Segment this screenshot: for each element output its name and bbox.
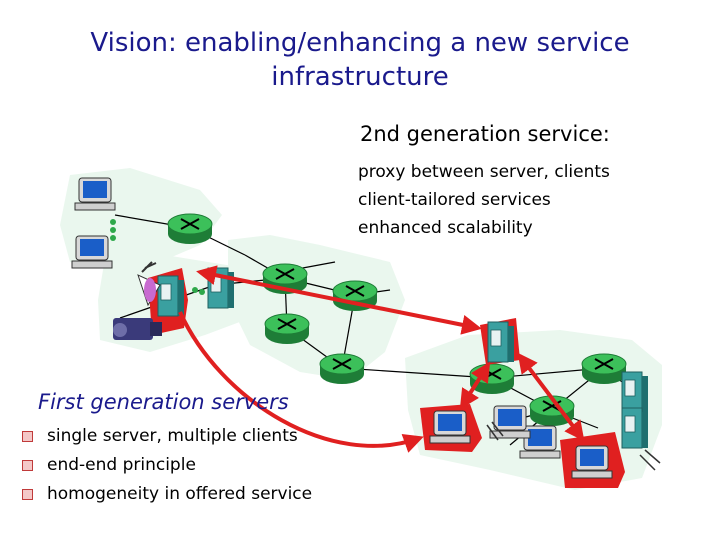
slide-title: Vision: enabling/enhancing a new service… xyxy=(90,28,630,92)
first-generation-list: single server, multiple clients end-end … xyxy=(22,422,312,509)
client-pc-icon xyxy=(429,410,471,444)
list-item-text: end-end principle xyxy=(47,455,196,475)
list-item: homogeneity in offered service xyxy=(22,480,312,509)
list-item: end-end principle xyxy=(22,451,312,480)
list-item: single server, multiple clients xyxy=(22,422,312,451)
list-item-text: single server, multiple clients xyxy=(47,426,298,446)
client-pc-icon xyxy=(571,445,613,479)
bullet-icon xyxy=(22,431,33,442)
signal-icon xyxy=(486,421,661,471)
list-item-text: homogeneity in offered service xyxy=(47,484,313,504)
bullet-icon xyxy=(22,460,33,471)
second-generation-heading: 2nd generation service: xyxy=(360,122,610,146)
router-icon xyxy=(264,313,310,345)
list-item: proxy between server, clients xyxy=(358,162,610,182)
video-camera-icon xyxy=(113,318,162,340)
proxy-server-icon xyxy=(487,321,515,363)
router-icon xyxy=(581,353,627,385)
router-icon xyxy=(469,363,515,395)
list-item: enhanced scalability xyxy=(358,218,533,238)
server-icon xyxy=(621,407,649,449)
first-generation-heading: First generation servers xyxy=(38,390,289,414)
second-generation-list: proxy between server, clients client-tai… xyxy=(358,158,610,242)
list-item: client-tailored services xyxy=(358,190,551,210)
server-icon xyxy=(157,275,185,317)
ellipsis-dots-icon xyxy=(110,219,116,241)
client-pc-icon xyxy=(489,405,531,439)
bullet-icon xyxy=(22,489,33,500)
router-icon xyxy=(167,213,213,245)
router-icon xyxy=(319,353,365,385)
client-pc-icon xyxy=(74,177,116,211)
client-pc-icon xyxy=(71,235,113,269)
server-icon xyxy=(621,371,649,413)
